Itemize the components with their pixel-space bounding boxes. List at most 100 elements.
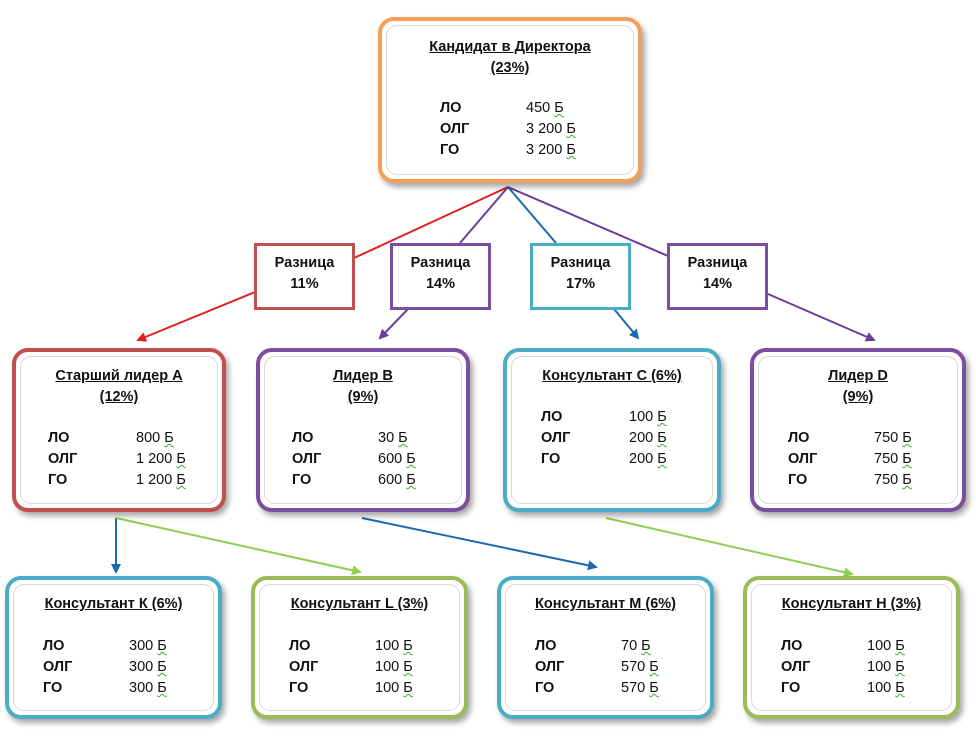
metric-value: 750 [874,451,899,467]
node-title: Консультант С (6%) [542,368,682,384]
node-percent: (9%) [347,389,379,405]
metric-unit: Б [403,659,413,675]
metric-label: ОЛГ [788,451,818,467]
metric-unit: Б [902,451,912,467]
metric-label: ЛО [788,430,810,446]
metric-value: 30 [378,430,395,446]
metric-value: 300 [129,659,154,675]
metric-unit: Б [566,121,576,137]
node-percent: (12%) [99,389,139,405]
node-title: Лидер D [828,368,888,384]
metric-value: 3 200 [526,142,563,158]
metric-unit: Б [164,430,174,446]
metric-value: 100 [867,638,892,654]
metric-value: 100 [867,680,892,696]
link-consultant-c-to-n [605,517,854,578]
metric-unit: Б [398,430,408,446]
metric-label: ОЛГ [289,659,319,675]
metric-value: 100 [867,659,892,675]
difference-box-3: Разница 17% [530,243,631,310]
metric-unit: Б [176,472,186,488]
metric-label: ОЛГ [440,121,470,137]
metric-value: 100 [375,659,400,675]
metric-value: 750 [874,472,899,488]
metric-unit: Б [403,638,413,654]
node-title: Консультант L (3%) [290,596,429,612]
metric-value: 1 200 [136,451,173,467]
difference-value: 11% [290,276,319,292]
metric-label: ОЛГ [292,451,322,467]
metric-unit: Б [566,142,576,158]
difference-value: 17% [565,276,596,292]
metric-unit: Б [641,638,651,654]
link-diff-2-to-leader-b [378,308,409,340]
node-title: Консультант М (6%) [534,596,677,612]
metric-unit: Б [895,680,905,696]
link-leader-b-to-m [361,517,598,571]
metric-unit: Б [895,659,905,675]
metric-unit: Б [157,659,167,675]
difference-label: Разница [274,255,335,271]
node-title: Консультант Н (3%) [781,596,922,612]
metric-label: ОЛГ [535,659,565,675]
metric-label: ГО [48,472,68,488]
metric-label: ГО [43,680,63,696]
difference-label: Разница [410,255,471,271]
metric-value: 570 [621,680,646,696]
metric-value: 570 [621,659,646,675]
metric-value: 300 [129,680,154,696]
metric-value: 450 [526,100,551,116]
metric-unit: Б [657,409,667,425]
difference-label: Разница [687,255,748,271]
metric-value: 200 [629,451,654,467]
metric-label: ОЛГ [43,659,73,675]
metric-value: 600 [378,472,403,488]
metric-label: ОЛГ [48,451,78,467]
metric-unit: Б [157,680,167,696]
link-diff-3-to-consultant-c [613,308,640,340]
metric-label: ЛО [535,638,557,654]
metric-value: 200 [629,430,654,446]
difference-box-4: Разница 14% [667,243,768,310]
node-title: Лидер В [333,368,393,384]
link-top-to-diff-2 [459,186,509,244]
metric-label: ГО [289,680,309,696]
node-title: Консультант К (6%) [44,596,183,612]
link-top-to-diff-1 [353,186,509,259]
link-diff-1-to-leader-a [136,291,256,342]
difference-label: Разница [550,255,611,271]
metric-value: 800 [136,430,161,446]
metric-label: ГО [541,451,561,467]
metric-unit: Б [649,659,659,675]
node-title: Старший лидер А [55,368,183,384]
metric-label: ГО [788,472,808,488]
node-percent: (23%) [490,60,530,76]
metric-value: 100 [375,638,400,654]
metric-value: 100 [629,409,654,425]
metric-label: ЛО [43,638,65,654]
metric-label: ГО [535,680,555,696]
metric-unit: Б [406,451,416,467]
metric-value: 70 [621,638,638,654]
node-consultant-m: Консультант М (6%) ЛО 70 Б ОЛГ 570 Б ГО 570… [497,576,714,719]
metric-unit: Б [403,680,413,696]
difference-value: 14% [425,276,456,292]
metric-value: 100 [375,680,400,696]
metric-unit: Б [554,100,564,116]
metric-value: 3 200 [526,121,563,137]
